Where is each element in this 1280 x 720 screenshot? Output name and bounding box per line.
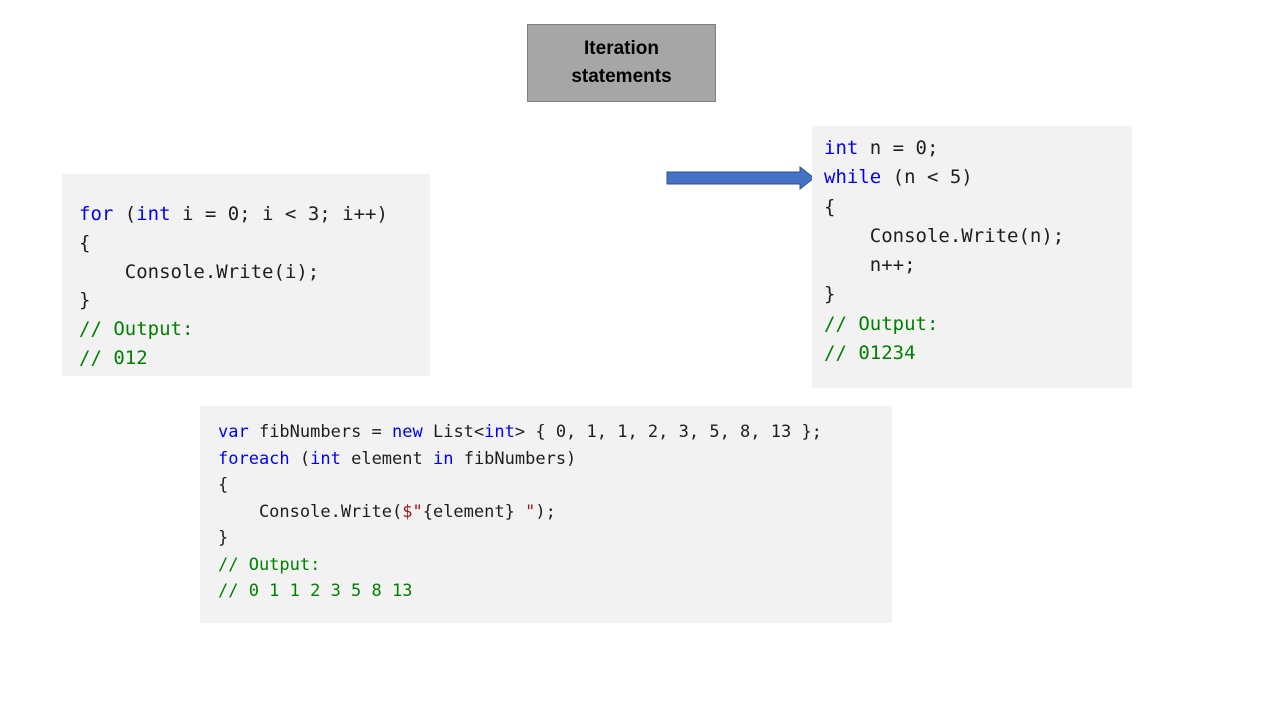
code-line: // 0 1 1 2 3 5 8 13 [218, 578, 892, 605]
code-line: // 01234 [824, 339, 1132, 368]
code-text: { [824, 195, 836, 218]
code-keyword: int [136, 203, 171, 225]
code-keyword: int [824, 137, 859, 159]
code-text: fibNumbers) [453, 448, 577, 469]
code-line: { [824, 193, 1132, 222]
code-text: ( [289, 448, 311, 469]
code-line: // Output: [79, 315, 430, 344]
slide-title: Iteration statements [527, 24, 716, 102]
code-line: n++; [824, 251, 1132, 280]
code-line: // 012 [79, 344, 430, 373]
code-text: } [824, 283, 836, 306]
code-keyword: var [218, 422, 249, 442]
code-line: Console.Write(i); [79, 258, 430, 287]
code-text: fibNumbers = [248, 422, 393, 442]
code-line: foreach (int element in fibNumbers) [218, 446, 892, 473]
code-line: for (int i = 0; i < 3; i++) [79, 200, 430, 229]
code-string: $" [402, 501, 423, 522]
code-line: { [218, 472, 892, 499]
code-keyword: int [484, 422, 515, 442]
code-line: { [79, 229, 430, 258]
code-line: } [218, 525, 892, 552]
code-keyword: for [79, 203, 114, 225]
code-line: while (n < 5) [824, 163, 1132, 192]
code-text: List< [422, 422, 485, 442]
code-comment: // Output: [218, 554, 321, 575]
code-text: } [79, 289, 91, 312]
code-keyword: in [432, 448, 454, 469]
foreach-loop-code-block: var fibNumbers = new List<int> { 0, 1, 1… [200, 406, 892, 623]
code-line: // Output: [824, 310, 1132, 339]
for-loop-code-block: for (int i = 0; i < 3; i++){ Console.Wri… [62, 174, 430, 376]
code-text: i = 0; i < 3; i++) [170, 203, 388, 225]
code-comment: // 0 1 1 2 3 5 8 13 [218, 581, 413, 601]
code-line: } [79, 286, 430, 315]
code-text: ); [535, 501, 556, 522]
code-text: > { 0, 1, 1, 2, 3, 5, 8, 13 }; [514, 422, 822, 442]
code-line: // Output: [218, 552, 892, 579]
code-text: element [340, 448, 433, 469]
code-text: {element} [422, 501, 515, 522]
code-string: " [514, 501, 536, 522]
code-text: { [79, 231, 91, 254]
code-text: { [218, 475, 229, 495]
code-comment: // 012 [79, 346, 148, 369]
code-text: n++; [824, 254, 916, 277]
code-line: Console.Write(n); [824, 222, 1132, 251]
while-loop-code-block: int n = 0;while (n < 5){ Console.Write(n… [812, 126, 1132, 388]
code-keyword: new [392, 422, 423, 442]
code-line: var fibNumbers = new List<int> { 0, 1, 1… [218, 419, 892, 446]
code-line: Console.Write($"{element} "); [218, 499, 892, 526]
code-line: int n = 0; [824, 134, 1132, 163]
code-text: } [218, 528, 229, 548]
code-text: Console.Write(i); [79, 260, 320, 283]
code-text: (n < 5) [881, 166, 973, 189]
code-comment: // Output: [824, 312, 939, 335]
code-text: Console.Write(n); [824, 224, 1065, 247]
code-keyword: int [310, 448, 341, 469]
code-comment: // 01234 [824, 342, 916, 365]
code-keyword: foreach [218, 448, 290, 469]
arrow-right-icon [666, 166, 815, 190]
code-text: Console.Write( [218, 501, 403, 522]
code-comment: // Output: [79, 318, 194, 341]
code-text: n = 0; [858, 137, 939, 159]
code-keyword: while [824, 166, 882, 189]
code-line: } [824, 280, 1132, 309]
code-text: ( [113, 203, 137, 225]
